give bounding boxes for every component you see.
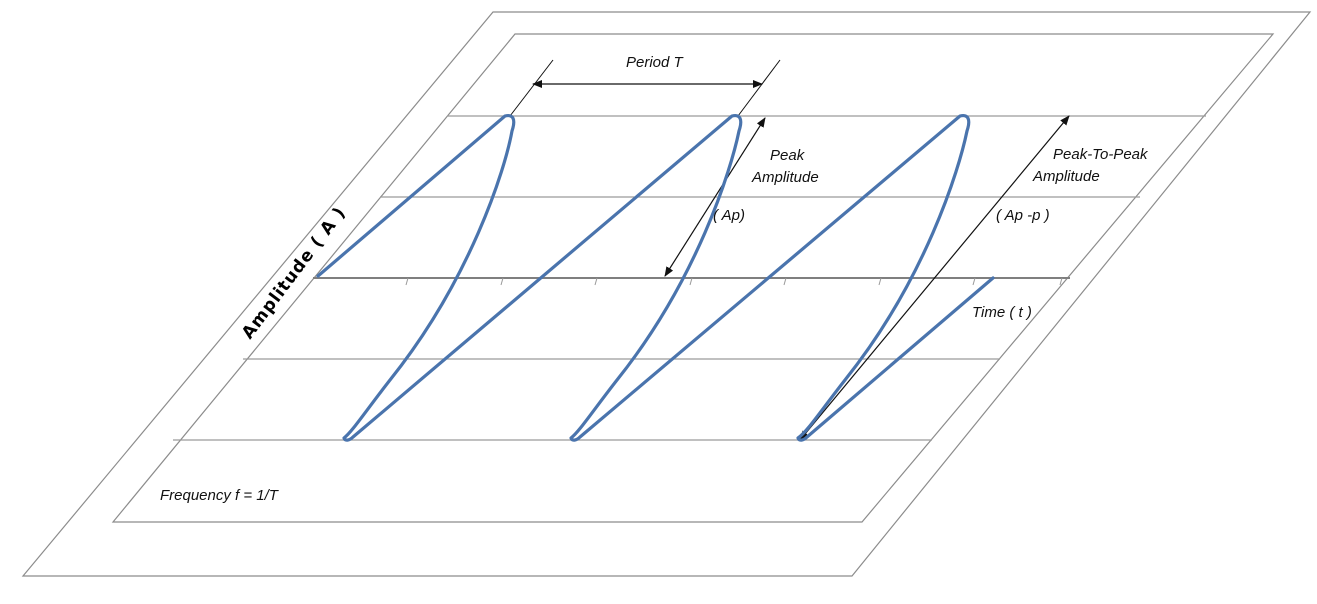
peak-symbol: ( Ap) — [713, 207, 745, 224]
amplitude-axis-label: Amplitude ( A ) — [238, 203, 350, 343]
peak-label-line2: Amplitude — [751, 169, 819, 186]
period-label: Period T — [626, 54, 685, 71]
waveform — [316, 113, 995, 442]
frequency-label: Frequency f = 1/T — [160, 487, 280, 504]
p2p-label-line1: Peak-To-Peak — [1053, 146, 1149, 163]
p2p-label-line2: Amplitude — [1032, 168, 1100, 185]
period-extension-left — [509, 59, 554, 117]
p2p-symbol: ( Ap -p ) — [996, 207, 1050, 224]
time-axis-ticks — [405, 277, 1063, 286]
peak-amplitude-arrow — [664, 117, 766, 277]
period-extension-right — [737, 59, 781, 117]
outer-frame — [21, 11, 1312, 577]
peak-to-peak-arrow — [799, 115, 1070, 441]
time-axis-label: Time ( t ) — [972, 304, 1032, 321]
peak-label-line1: Peak — [770, 147, 806, 164]
